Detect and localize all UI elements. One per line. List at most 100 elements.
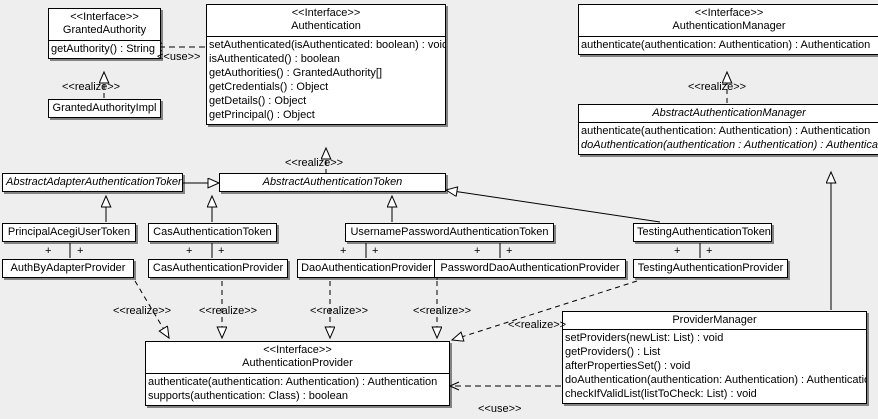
association-marker-principal-right: + <box>77 245 84 257</box>
edge-label-realize-auth-by-adapter: <<realize>> <box>113 305 172 317</box>
operation: getPrincipal() : Object <box>209 109 315 121</box>
operations-compartment: authenticate(authentication: Authenticat… <box>579 122 878 154</box>
class-header: AbstractAdapterAuthenticationToken <box>3 174 182 191</box>
association-marker-userpass-mid: + <box>372 245 379 257</box>
class-abstract-authentication-manager[interactable]: AbstractAuthenticationManager authentica… <box>578 104 878 155</box>
class-name: AuthByAdapterProvider <box>10 262 126 274</box>
class-header: GrantedAuthorityImpl <box>49 100 160 117</box>
edge-generalize-testingauthenticationtoken <box>446 190 661 223</box>
class-granted-authority[interactable]: <<Interface>> GrantedAuthority getAuthor… <box>48 8 161 59</box>
class-testing-authentication-token[interactable]: TestingAuthenticationToken <box>633 223 772 242</box>
class-name: CasAuthenticationToken <box>153 226 272 238</box>
class-authentication-provider[interactable]: <<Interface>> AuthenticationProvider aut… <box>145 341 450 406</box>
association-marker-userpass-right: + <box>474 245 481 257</box>
class-header: TestingAuthenticationProvider <box>634 260 787 277</box>
class-header: CasAuthenticationProvider <box>149 260 287 277</box>
operation: authenticate(authentication: Authenticat… <box>581 125 871 137</box>
edge-label-realize-dao-provider: <<realize>> <box>310 305 369 317</box>
class-name: GrantedAuthority <box>62 24 147 36</box>
class-principal-acegi-user-token[interactable]: PrincipalAcegiUserToken <box>2 223 136 242</box>
class-header: PrincipalAcegiUserToken <box>3 224 135 241</box>
operation: authenticate(authentication: Authenticat… <box>581 39 871 51</box>
stereotype-label: <<Interface>> <box>694 7 764 19</box>
edge-label-realize-testing-provider: <<realize>> <box>508 319 567 331</box>
class-name: GrantedAuthorityImpl <box>52 102 157 114</box>
association-marker-testing-right: + <box>706 245 713 257</box>
edge-label-realize-cas-provider: <<realize>> <box>199 305 258 317</box>
class-header: AbstractAuthenticationToken <box>220 174 445 191</box>
class-header: <<Interface>> AuthenticationProvider <box>146 342 449 373</box>
operation: getDetails() : Object <box>209 95 307 107</box>
operation: setProviders(newList: List) : void <box>565 332 724 344</box>
operation: getAuthority() : String <box>51 43 155 55</box>
association-marker-testing-left: + <box>674 245 681 257</box>
edge-label-use-provider-manager: <<use>> <box>478 403 522 415</box>
class-name: AbstractAuthenticationManager <box>652 107 806 119</box>
association-marker-cas-right: + <box>218 245 225 257</box>
edge-label-realize-grantedauthorityimpl: <<realize>> <box>62 81 121 93</box>
operation: afterPropertiesSet() : void <box>565 360 691 372</box>
operation: getAuthorities() : GrantedAuthority[] <box>209 67 383 79</box>
operation: isAuthenticated() : boolean <box>209 53 340 65</box>
class-auth-by-adapter-provider[interactable]: AuthByAdapterProvider <box>2 259 134 278</box>
class-name: DaoAuthenticationProvider <box>301 262 432 274</box>
association-marker-cas-left: + <box>186 245 193 257</box>
operation: doAuthentication(authentication : Authen… <box>581 139 878 151</box>
class-password-dao-authentication-provider[interactable]: PasswordDaoAuthenticationProvider <box>434 259 626 278</box>
class-cas-authentication-token[interactable]: CasAuthenticationToken <box>148 223 277 242</box>
class-authentication[interactable]: <<Interface>> Authentication setAuthenti… <box>206 4 446 125</box>
class-name: UsernamePasswordAuthenticationToken <box>350 226 549 238</box>
class-header: <<Interface>> AuthenticationManager <box>579 5 878 36</box>
class-name: TestingAuthenticationToken <box>637 226 771 238</box>
class-authentication-manager[interactable]: <<Interface>> AuthenticationManager auth… <box>578 4 878 55</box>
operations-compartment: authenticate(authentication: Authenticat… <box>579 36 878 54</box>
stereotype-label: <<Interface>> <box>291 7 361 19</box>
class-username-password-authentication-token[interactable]: UsernamePasswordAuthenticationToken <box>345 223 554 242</box>
operation: doAuthentication(authentication: Authent… <box>565 374 867 386</box>
operations-compartment: authenticate(authentication: Authenticat… <box>146 373 449 405</box>
class-name: AbstractAdapterAuthenticationToken <box>6 176 183 188</box>
edge-label-use-granted-authority: <<use>> <box>157 51 201 63</box>
class-name: AbstractAuthenticationToken <box>262 176 403 188</box>
operations-compartment: getAuthority() : String <box>49 40 160 58</box>
class-name: ProviderManager <box>672 314 757 326</box>
class-name: PasswordDaoAuthenticationProvider <box>440 262 620 274</box>
operation: authenticate(authentication: Authenticat… <box>148 376 438 388</box>
class-provider-manager[interactable]: ProviderManager setProviders(newList: Li… <box>562 311 867 404</box>
operation: getCredentials() : Object <box>209 81 329 93</box>
edge-label-realize-abstract-manager: <<realize>> <box>688 81 747 93</box>
edge-label-realize-password-dao-provider: <<realize>> <box>413 305 472 317</box>
association-marker-userpass-left: + <box>340 245 347 257</box>
class-abstract-authentication-token[interactable]: AbstractAuthenticationToken <box>219 173 446 192</box>
class-name: TestingAuthenticationProvider <box>637 262 784 274</box>
operation: supports(authentication: Class) : boolea… <box>148 390 348 402</box>
operation: getProviders() : List <box>565 346 661 358</box>
operation: checkIfValidList(listToCheck: List) : vo… <box>565 388 757 400</box>
class-abstract-adapter-authentication-token[interactable]: AbstractAdapterAuthenticationToken <box>2 173 183 192</box>
class-header: AuthByAdapterProvider <box>3 260 133 277</box>
class-granted-authority-impl[interactable]: GrantedAuthorityImpl <box>48 99 161 118</box>
class-header: PasswordDaoAuthenticationProvider <box>435 260 625 277</box>
class-header: AbstractAuthenticationManager <box>579 105 878 122</box>
class-header: UsernamePasswordAuthenticationToken <box>346 224 553 241</box>
class-dao-authentication-provider[interactable]: DaoAuthenticationProvider <box>297 259 436 278</box>
class-header: TestingAuthenticationToken <box>634 224 771 241</box>
class-header: <<Interface>> Authentication <box>207 5 445 36</box>
operation: setAuthenticated(isAuthenticated: boolea… <box>209 39 446 51</box>
class-header: <<Interface>> GrantedAuthority <box>49 9 160 40</box>
class-header: DaoAuthenticationProvider <box>298 260 435 277</box>
edge-label-realize-abstract-token: <<realize>> <box>285 157 344 169</box>
operations-compartment: setProviders(newList: List) : void getPr… <box>563 329 866 403</box>
stereotype-label: <<Interface>> <box>263 344 332 356</box>
class-name: AuthenticationManager <box>672 20 786 32</box>
class-name: PrincipalAcegiUserToken <box>7 226 131 238</box>
class-cas-authentication-provider[interactable]: CasAuthenticationProvider <box>148 259 288 278</box>
class-name: Authentication <box>291 20 361 32</box>
operations-compartment: setAuthenticated(isAuthenticated: boolea… <box>207 36 445 124</box>
association-marker-principal-left: + <box>45 245 52 257</box>
class-name: AuthenticationProvider <box>242 357 353 369</box>
class-name: CasAuthenticationProvider <box>152 262 284 274</box>
class-testing-authentication-provider[interactable]: TestingAuthenticationProvider <box>633 259 788 278</box>
class-header: CasAuthenticationToken <box>149 224 276 241</box>
